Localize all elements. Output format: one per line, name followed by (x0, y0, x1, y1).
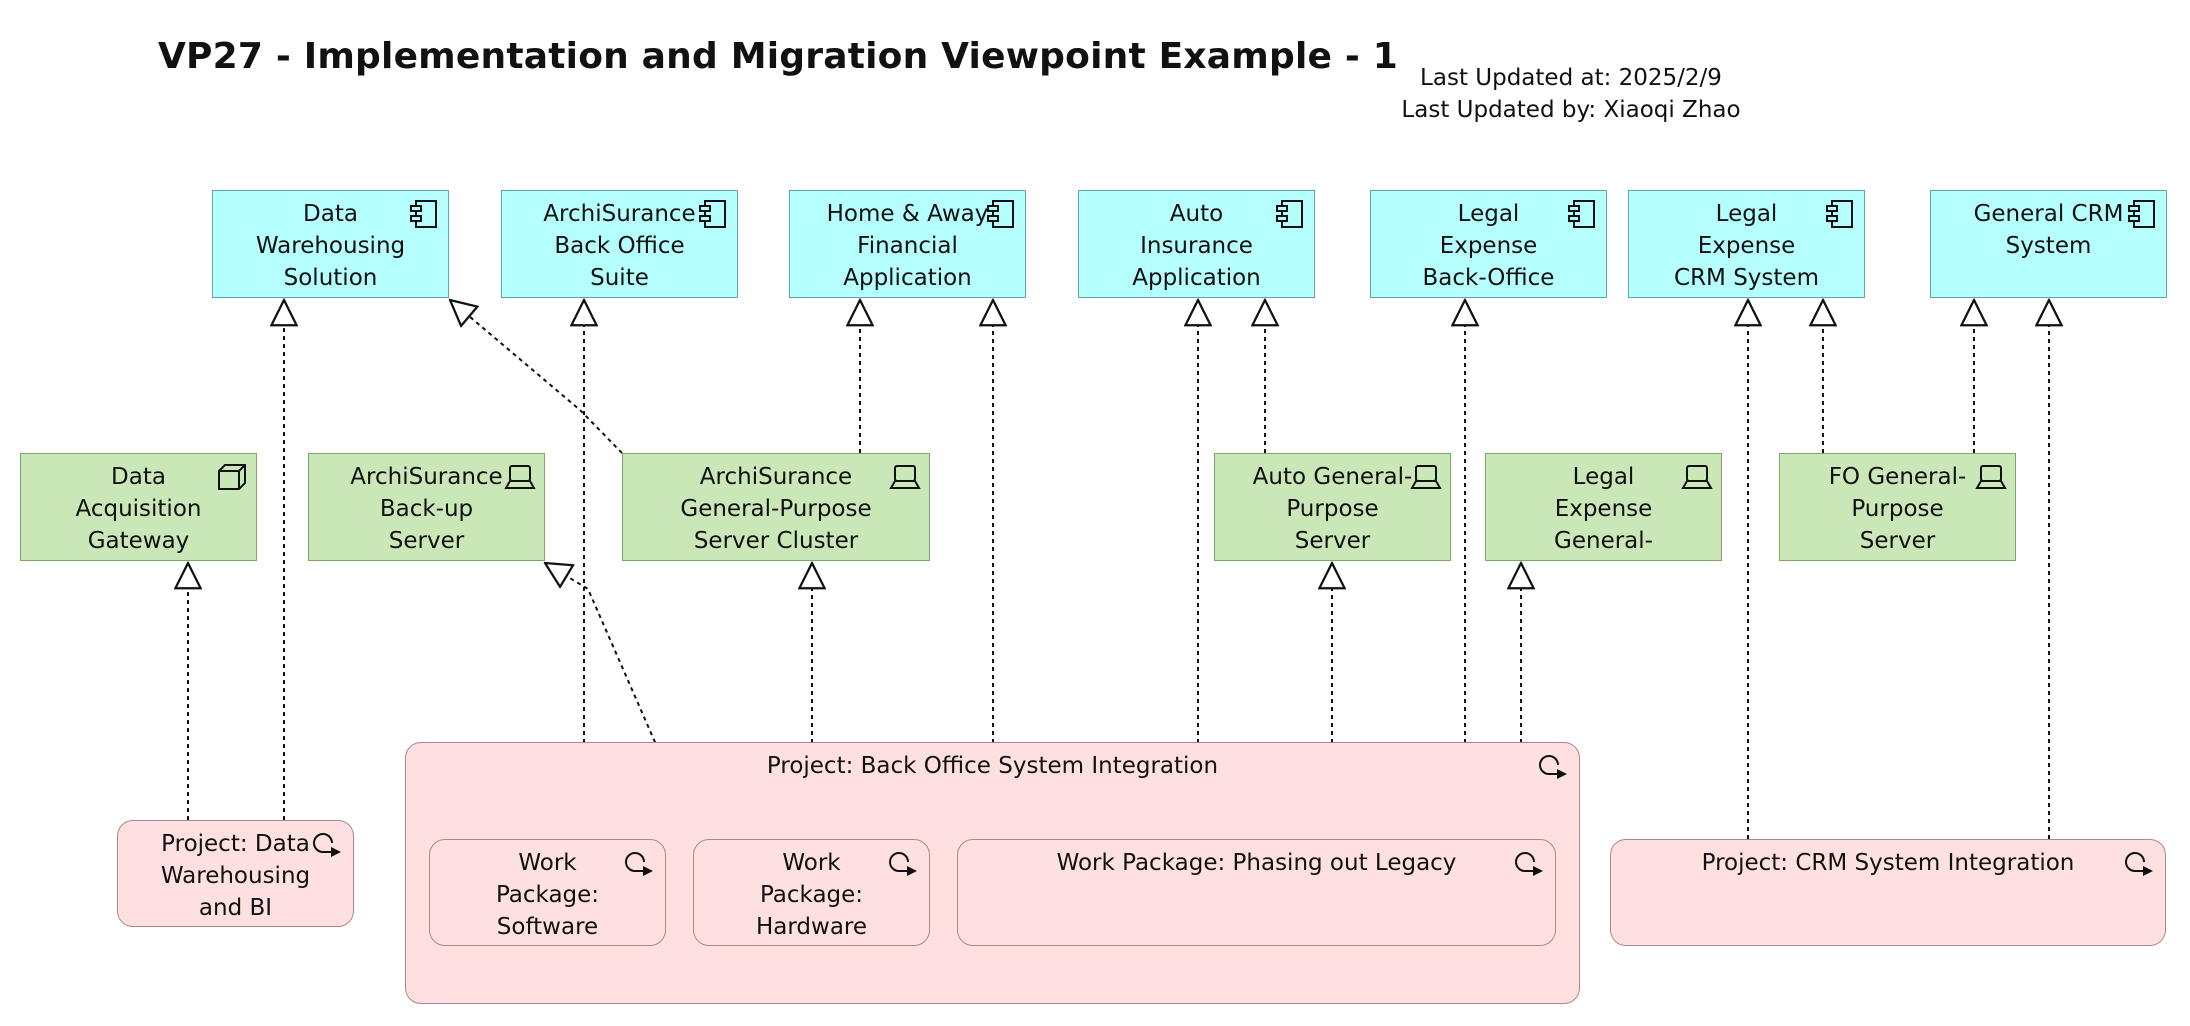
component-icon (699, 200, 726, 228)
tech-label: FO General- Purpose Server (1828, 464, 1967, 554)
realization-general-cluster-to-dw-solution (450, 300, 623, 454)
tech-legal-expense-general-purpose-server[interactable]: Legal Expense General- Purpose Server (1485, 453, 1722, 561)
app-label: Home & Away Financial Application (826, 201, 989, 291)
app-legal-expense-crm-system[interactable]: Legal Expense CRM System (1628, 190, 1865, 298)
app-general-crm-system[interactable]: General CRM System (1930, 190, 2167, 298)
device-icon (889, 465, 921, 489)
tech-label: Auto General- Purpose Server (1252, 464, 1413, 554)
component-icon (987, 200, 1014, 228)
app-label: General CRM System (1973, 201, 2124, 259)
tech-data-acquisition-gateway[interactable]: Data Acquisition Gateway (20, 453, 257, 561)
last-updated-by: Last Updated by: Xiaoqi Zhao (1401, 97, 1741, 123)
app-data-warehousing-solution[interactable]: Data Warehousing Solution (212, 190, 449, 298)
work-package-icon (313, 833, 341, 857)
work-package-icon (1539, 755, 1567, 779)
work-package-label: Work Package: Software Modification (495, 850, 600, 940)
device-icon (1410, 465, 1442, 489)
work-package-icon (625, 852, 653, 876)
tech-fo-general-purpose-server[interactable]: FO General- Purpose Server (1779, 453, 2016, 561)
app-label: Data Warehousing Solution (255, 201, 406, 291)
app-archisurance-back-office-suite[interactable]: ArchiSurance Back Office Suite (501, 190, 738, 298)
tech-label: Legal Expense General- Purpose Server (1554, 464, 1653, 554)
app-home-away-financial-application[interactable]: Home & Away Financial Application (789, 190, 1026, 298)
project-label: Project: Back Office System Integration (766, 753, 1219, 779)
last-updated-info: Last Updated at: 2025/2/9 Last Updated b… (1376, 62, 1766, 126)
tech-label: ArchiSurance General-Purpose Server Clus… (680, 464, 872, 554)
realization-wp-hardware-to-backup-cluster (545, 563, 701, 846)
tech-label: ArchiSurance Back-up Server Cluster (350, 464, 503, 554)
work-package-phasing-out-legacy[interactable]: Work Package: Phasing out Legacy (957, 839, 1556, 946)
app-legal-expense-back-office-system[interactable]: Legal Expense Back-Office System (1370, 190, 1607, 298)
work-package-label: Work Package: Phasing out Legacy (1056, 850, 1457, 876)
work-package-label: Work Package: Hardware (755, 850, 868, 940)
component-icon (1826, 200, 1853, 228)
app-label: Legal Expense Back-Office System (1422, 201, 1555, 291)
project-crm-system-integration[interactable]: Project: CRM System Integration (1610, 839, 2166, 946)
app-label: Legal Expense CRM System (1674, 201, 1819, 291)
diagram-title: VP27 - Implementation and Migration View… (158, 36, 1398, 77)
component-icon (1276, 200, 1303, 228)
project-label: Project: Data Warehousing and BI (160, 831, 311, 921)
project-label: Project: CRM System Integration (1701, 850, 2075, 876)
component-icon (2128, 200, 2155, 228)
tech-auto-general-purpose-server[interactable]: Auto General- Purpose Server (1214, 453, 1451, 561)
work-package-software-modification[interactable]: Work Package: Software Modification (429, 839, 666, 946)
tech-label: Data Acquisition Gateway (75, 464, 202, 554)
tech-archisurance-backup-server-cluster[interactable]: ArchiSurance Back-up Server Cluster (308, 453, 545, 561)
device-icon (1975, 465, 2007, 489)
device-icon (504, 465, 536, 489)
app-label: ArchiSurance Back Office Suite (543, 201, 696, 291)
work-package-icon (889, 852, 917, 876)
component-icon (1568, 200, 1595, 228)
work-package-icon (2125, 852, 2153, 876)
device-icon (1681, 465, 1713, 489)
tech-archisurance-general-purpose-server-cluster[interactable]: ArchiSurance General-Purpose Server Clus… (622, 453, 930, 561)
app-label: Auto Insurance Application (1132, 201, 1261, 291)
node-cube-icon (218, 464, 246, 490)
project-data-warehousing-and-bi[interactable]: Project: Data Warehousing and BI (117, 820, 354, 927)
work-package-hardware[interactable]: Work Package: Hardware (693, 839, 930, 946)
app-auto-insurance-application[interactable]: Auto Insurance Application (1078, 190, 1315, 298)
last-updated-at: Last Updated at: 2025/2/9 (1420, 65, 1722, 91)
component-icon (410, 200, 437, 228)
work-package-icon (1515, 852, 1543, 876)
